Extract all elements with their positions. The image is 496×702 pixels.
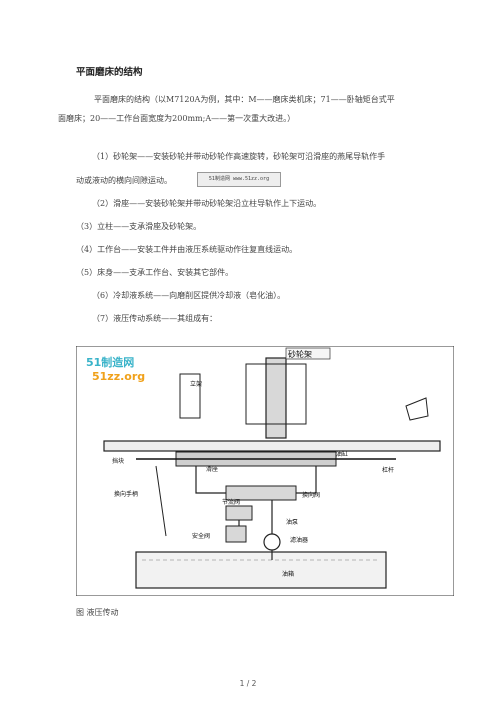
- watermark-stamp: 51制造网 www.51zz.org: [197, 172, 281, 187]
- item-1-line-1: （1）砂轮架——安装砂轮并带动砂轮作高速旋转，砂轮架可沿滑座的燕尾导轨作手: [92, 152, 386, 161]
- label-reversing-valve: 换向阀: [302, 491, 320, 499]
- label-box-grinding: [285, 347, 331, 360]
- label-left-stop: 挡块: [112, 457, 124, 465]
- item-4: （4）工作台——安装工件并由液压系统驱动作往复直线运动。: [76, 245, 298, 254]
- figure-caption: 图 液压传动: [76, 608, 119, 617]
- oil-tank: [135, 551, 387, 589]
- page-indicator: 1 / 2: [239, 679, 257, 688]
- reversing-valve: [225, 485, 297, 501]
- label-slide: 滑座: [206, 465, 218, 473]
- worktable: [103, 440, 441, 452]
- item-2: （2）滑座——安装砂轮架并带动砂轮架沿立柱导轨作上下运动。: [92, 199, 322, 208]
- pump-circle: [263, 533, 281, 551]
- right-lever-shape: [405, 397, 429, 421]
- hydraulic-diagram: 砂轮架 立架 51制造网 51zz.org 油缸 滑座 挡块 杠杆 换向手柄 换…: [75, 345, 455, 597]
- label-grinding-head: 砂轮架: [288, 349, 312, 359]
- throttle-valve: [225, 505, 253, 521]
- page-title: 平面磨床的结构: [76, 67, 143, 78]
- label-tank: 油箱: [282, 570, 294, 578]
- hydraulic-diagram-svg: 砂轮架 立架 51制造网 51zz.org 油缸 滑座 挡块 杠杆 换向手柄 换…: [75, 345, 455, 597]
- item-6: （6）冷却液系统——向磨削区提供冷却液（皂化油）。: [92, 291, 286, 300]
- watermark-line-1: 51制造网: [86, 355, 134, 369]
- intro-paragraph: 平面磨床的结构（以M7120A为例，其中：M——磨床类机床；71——卧轴矩台式平…: [58, 90, 436, 128]
- intro-line-1: 平面磨床的结构（以M7120A为例，其中：M——磨床类机床；71——卧轴矩台式平: [94, 95, 395, 104]
- grinding-head-frame: [245, 363, 307, 425]
- label-oil-filter: 滤油器: [290, 536, 308, 544]
- grinding-head-block: [265, 357, 287, 439]
- reversing-handle-rod: [155, 465, 167, 537]
- item-7: （7）液压传动系统——其组成有：: [92, 314, 218, 323]
- item-5: （5）床身——支承工作台、安装其它部件。: [76, 268, 234, 277]
- label-column: 立架: [190, 380, 202, 388]
- label-right-lever: 杠杆: [382, 466, 394, 474]
- label-throttle-valve: 节流阀: [222, 498, 240, 506]
- label-cylinder: 油缸: [336, 450, 348, 458]
- label-reversing-handle: 换向手柄: [114, 490, 138, 498]
- left-column: [179, 373, 201, 419]
- watermark-line-2: 51zz.org: [92, 370, 145, 383]
- hydraulic-piping: [195, 466, 317, 560]
- item-3: （3）立柱——支承滑座及砂轮架。: [76, 222, 202, 231]
- intro-line-2: 面磨床；20——工作台面宽度为200mm;A——第一次重大改进。）: [58, 114, 296, 123]
- label-relief-valve: 安全阀: [192, 532, 210, 540]
- relief-valve: [225, 525, 247, 543]
- label-pump: 油泵: [286, 518, 298, 526]
- item-1-line-2: 动或液动的横向间隙运动。: [76, 176, 172, 185]
